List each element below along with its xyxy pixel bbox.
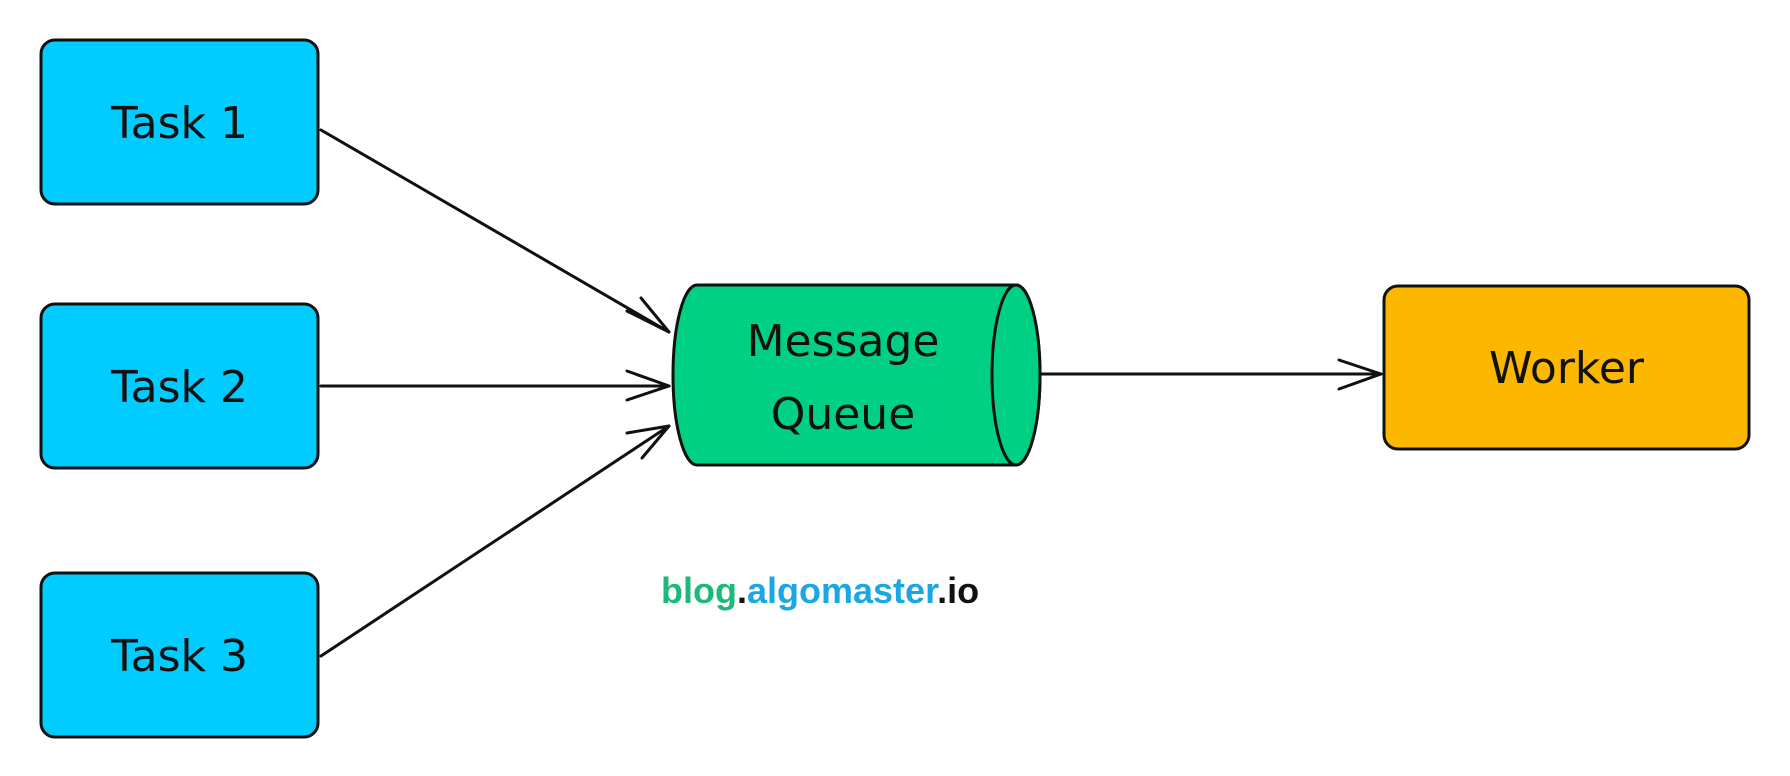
worker-node: Worker xyxy=(1382,284,1751,451)
task-1-label: Task 1 xyxy=(110,98,248,149)
task-3-node: Task 3 xyxy=(39,571,320,739)
task-2-node: Task 2 xyxy=(39,302,320,470)
arrow-task1-to-queue xyxy=(319,128,671,334)
watermark-dot-2: . xyxy=(937,570,947,611)
watermark-dot-1: . xyxy=(737,570,747,611)
watermark-text: blog.algomaster.io xyxy=(661,570,979,611)
task-1-node: Task 1 xyxy=(39,38,320,206)
queue-label-line2: Queue xyxy=(771,389,916,440)
arrow-queue-to-worker xyxy=(1040,358,1383,391)
arrow-task2-to-queue xyxy=(319,369,671,402)
watermark-part-algomaster: algomaster xyxy=(747,570,939,611)
task-2-label: Task 2 xyxy=(110,362,248,413)
message-queue-node: Message Queue xyxy=(671,283,1042,467)
queue-label-line1: Message xyxy=(747,316,940,367)
arrow-task3-to-queue xyxy=(319,424,671,658)
watermark-part-io: io xyxy=(947,570,979,611)
worker-label: Worker xyxy=(1489,343,1645,394)
task-3-label: Task 3 xyxy=(110,631,248,682)
watermark-part-blog: blog xyxy=(661,570,737,611)
